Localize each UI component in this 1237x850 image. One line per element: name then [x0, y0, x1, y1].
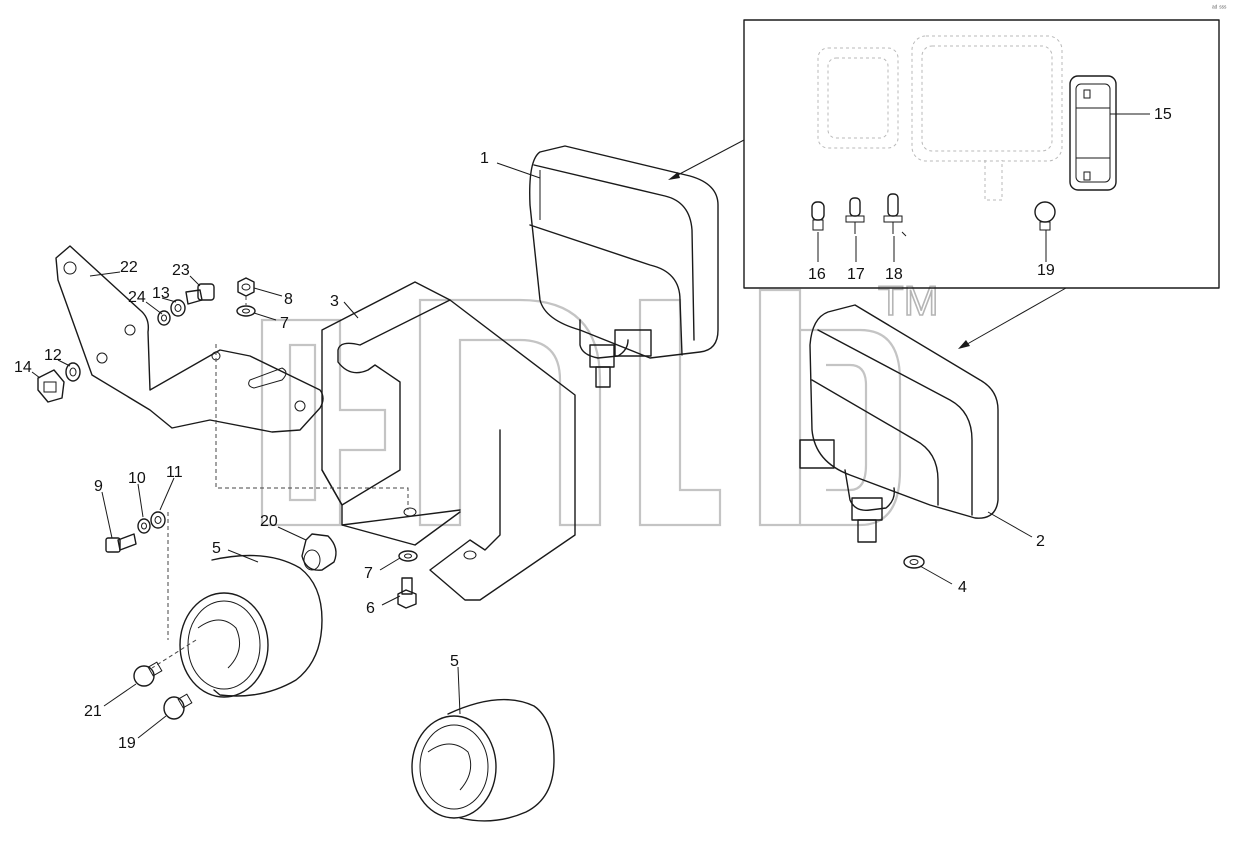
- callout-5-upper: 5: [212, 540, 221, 557]
- callout-4: 4: [958, 579, 967, 596]
- callout-22: 22: [120, 259, 138, 276]
- washer-10: [137, 518, 151, 534]
- callout-15: 15: [1154, 106, 1172, 123]
- callout-8: 8: [284, 291, 293, 308]
- bracket-3: [321, 281, 576, 601]
- ghost-lamp-large: [911, 35, 1063, 201]
- callout-9: 9: [94, 478, 103, 495]
- bulb-21: [133, 661, 163, 687]
- callout-23: 23: [172, 262, 190, 279]
- washer-7-top: [236, 305, 256, 317]
- lamp-housing-5-lower: [411, 698, 555, 822]
- callout-2: 2: [1036, 533, 1045, 550]
- callout-7-top: 7: [280, 315, 289, 332]
- callout-24: 24: [128, 289, 146, 306]
- bulb-18: [883, 193, 907, 237]
- washer-4: [903, 555, 925, 569]
- cage-nut-14: [37, 369, 65, 403]
- callout-21: 21: [84, 703, 102, 720]
- washer-24: [157, 310, 171, 326]
- callout-1: 1: [480, 150, 489, 167]
- ghost-lamp-small: [817, 47, 899, 149]
- nut-8: [237, 277, 255, 297]
- washer-7-lower: [398, 550, 418, 562]
- lamp-housing-5-upper: [179, 554, 323, 698]
- rear-lamp-lens-15: [1069, 75, 1117, 191]
- assembly-axis-lines: [151, 296, 409, 669]
- callout-13: 13: [152, 285, 170, 302]
- callout-16: 16: [808, 266, 826, 283]
- callout-17: 17: [847, 266, 865, 283]
- watermark-logo: TM: [260, 276, 939, 527]
- callout-20: 20: [260, 513, 278, 530]
- callout-5-lower: 5: [450, 653, 459, 670]
- trademark-mark: TM: [878, 277, 939, 324]
- callout-10: 10: [128, 470, 146, 487]
- callout-12: 12: [44, 347, 62, 364]
- callout-6: 6: [366, 600, 375, 617]
- washer-11: [150, 511, 166, 529]
- callout-3: 3: [330, 293, 339, 310]
- washer-13: [170, 299, 186, 317]
- callout-18: 18: [885, 266, 903, 283]
- inset-frame: [668, 19, 1220, 349]
- callout-14: 14: [14, 359, 32, 376]
- callout-19-lower: 19: [118, 735, 136, 752]
- work-lamp-1: [529, 145, 719, 388]
- callout-labels: 1 2 3 4 5 5 6 7 7 8 9 10 11 12 13 14 15 …: [14, 106, 1172, 752]
- bulb-19-inset: [1034, 201, 1056, 231]
- washer-12: [65, 362, 81, 382]
- bolt-9: [105, 533, 137, 553]
- bulb-16: [811, 201, 825, 231]
- callout-11: 11: [166, 464, 183, 481]
- callout-19-inset: 19: [1037, 262, 1055, 279]
- bulb-19-lower: [163, 693, 193, 720]
- corner-code: ᵃᵈ ˢˢˢ: [1212, 5, 1227, 12]
- callout-7-lower: 7: [364, 565, 373, 582]
- bolt-23: [185, 283, 215, 305]
- bulb-17: [845, 197, 865, 234]
- bolt-6: [397, 577, 417, 609]
- leader-lines: [31, 113, 1150, 739]
- grommet-20: [301, 533, 337, 571]
- work-lamp-2: [799, 304, 999, 543]
